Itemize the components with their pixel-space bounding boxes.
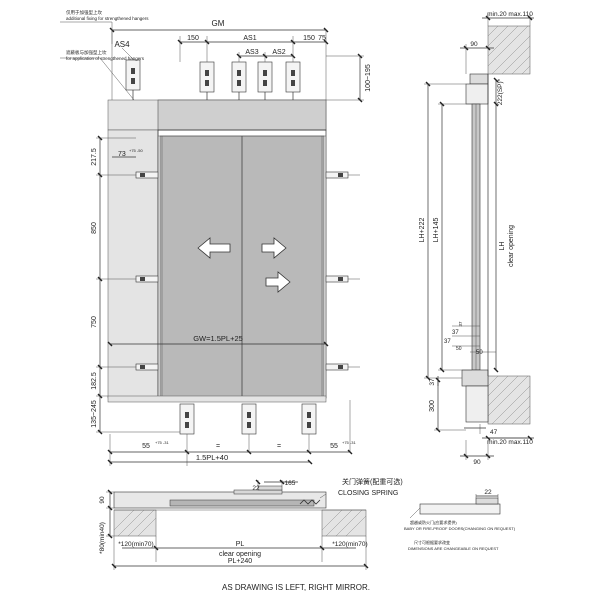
dim-50-a: 50 <box>456 346 462 352</box>
dim-135-245: 135~245 <box>91 400 98 428</box>
closing-spring-icon <box>299 499 321 505</box>
dim-as3: AS3 <box>245 49 258 56</box>
dim-300: 300 <box>429 400 436 412</box>
dim-850: 850 <box>91 222 98 234</box>
dim-eq-1: = <box>216 443 220 450</box>
dim-90-bottom: 90 <box>473 459 481 466</box>
dim-55-left-tol: +75 -31 <box>155 440 169 445</box>
arrow-right-icon <box>261 237 287 259</box>
sill-detail: 22 <box>409 489 501 519</box>
top-brackets <box>125 59 301 100</box>
dim-lh: LH <box>499 242 506 251</box>
dim-55-right: 55 <box>330 443 338 450</box>
dim-clear-opening-horizontal: clear opening <box>219 551 261 558</box>
closing-spring-label-en: CLOSING SPRING <box>338 490 398 497</box>
dim-min20-max110-bottom: min.20 max.110 <box>487 439 533 446</box>
header-beam <box>157 99 327 131</box>
dim-gm: GM <box>212 19 225 28</box>
left-wall <box>107 129 159 399</box>
dim-55-left: 55 <box>142 443 150 450</box>
dim-100-195: 100~195 <box>365 64 372 92</box>
side-section: min.20 max.110 90 222(SP)* LH+222 LH+145… <box>419 11 534 466</box>
plan-door-panel <box>169 499 315 507</box>
note-4-cn: 尺寸可根据要求改变 <box>414 539 450 545</box>
left-side-brackets <box>135 171 159 371</box>
plan-view: 22 165 90 *80(min40) *120(min70) *120(mi… <box>99 477 516 570</box>
dim-217-5: 217.5 <box>91 148 98 166</box>
dim-37-bottom: 37 <box>429 378 436 386</box>
note-2-cn: 遮蔽板与加强型上坎 <box>66 49 107 56</box>
dim-90-plan: 90 <box>99 496 106 504</box>
dim-pl: PL <box>236 541 245 548</box>
dim-as2: AS2 <box>272 49 285 56</box>
dim-55-right-tol: +75 -31 <box>342 440 356 445</box>
dim-eq-2: = <box>277 443 281 450</box>
dim-37-a: 37 <box>458 321 463 327</box>
dim-150-b: 150 <box>303 35 315 42</box>
note-4-en: DIMENSIONS ARE CHANGEABLE ON REQUEST <box>408 546 499 551</box>
dim-73: 73 <box>118 151 126 158</box>
dim-75: 75 <box>318 35 326 42</box>
dim-as1: AS1 <box>243 35 256 42</box>
closing-spring-label-cn: 关门弹簧(配重可选) <box>342 477 403 486</box>
note-3-en: BABY OR FIRE-PROOF DOORS(CHANGING ON REQ… <box>404 526 516 531</box>
footer-note: AS DRAWING IS LEFT, RIGHT MIRROR. <box>222 583 370 592</box>
dim-80-min40: *80(min40) <box>99 522 106 554</box>
dim-1-5pl-40: 1.5PL+40 <box>196 453 228 462</box>
dim-47: 47 <box>490 429 498 436</box>
dim-gw: GW=1.5PL+25 <box>193 334 243 343</box>
dimension-lines <box>99 29 361 463</box>
dim-120-right: *120(min70) <box>332 541 367 548</box>
plan-right-wall <box>321 509 367 537</box>
dim-as4: AS4 <box>114 40 130 49</box>
dim-37-c: 37 <box>444 339 451 345</box>
dim-50-b: 50 <box>476 350 483 356</box>
dim-22-plan: 22 <box>252 485 260 492</box>
dim-222-sp: 222(SP)* <box>497 78 504 105</box>
dim-min20-max110-top: min.20 max.110 <box>487 11 533 18</box>
dim-182-5: 182.5 <box>91 372 98 390</box>
dim-clear-opening-vertical: clear opening <box>508 225 515 267</box>
dim-lh-222: LH+222 <box>419 218 426 243</box>
sill <box>107 395 327 403</box>
note-3-cn: 超越或防火门(应要求提供) <box>410 519 457 525</box>
note-1-cn: 仅用于加强型上坎 <box>66 9 102 16</box>
top-wall <box>487 25 531 75</box>
arrow-right-icon <box>265 271 291 293</box>
front-elevation: GM 150 AS1 150 75 AS3 AS2 AS4 100~195 仅用… <box>60 9 372 466</box>
right-side-brackets <box>325 171 349 371</box>
note-1-en: additional fixing for strengthened hange… <box>66 16 149 21</box>
dim-165: 165 <box>285 480 296 487</box>
dim-73-tol: +75 -50 <box>129 148 143 153</box>
arrow-left-icon <box>197 237 231 259</box>
bottom-brackets <box>179 403 317 435</box>
dim-37-b: 37 <box>452 330 459 336</box>
dim-22-detail: 22 <box>484 489 492 496</box>
dim-lh-145: LH+145 <box>433 218 440 243</box>
plan-left-wall <box>113 509 157 537</box>
dim-120-left: *120(min70) <box>118 541 153 548</box>
note-2-en: for application of strengthened hangers <box>66 56 145 61</box>
dim-pl-240: PL+240 <box>228 558 252 565</box>
dim-750: 750 <box>91 316 98 328</box>
dim-90-top: 90 <box>470 41 478 48</box>
dim-150-a: 150 <box>187 35 199 42</box>
